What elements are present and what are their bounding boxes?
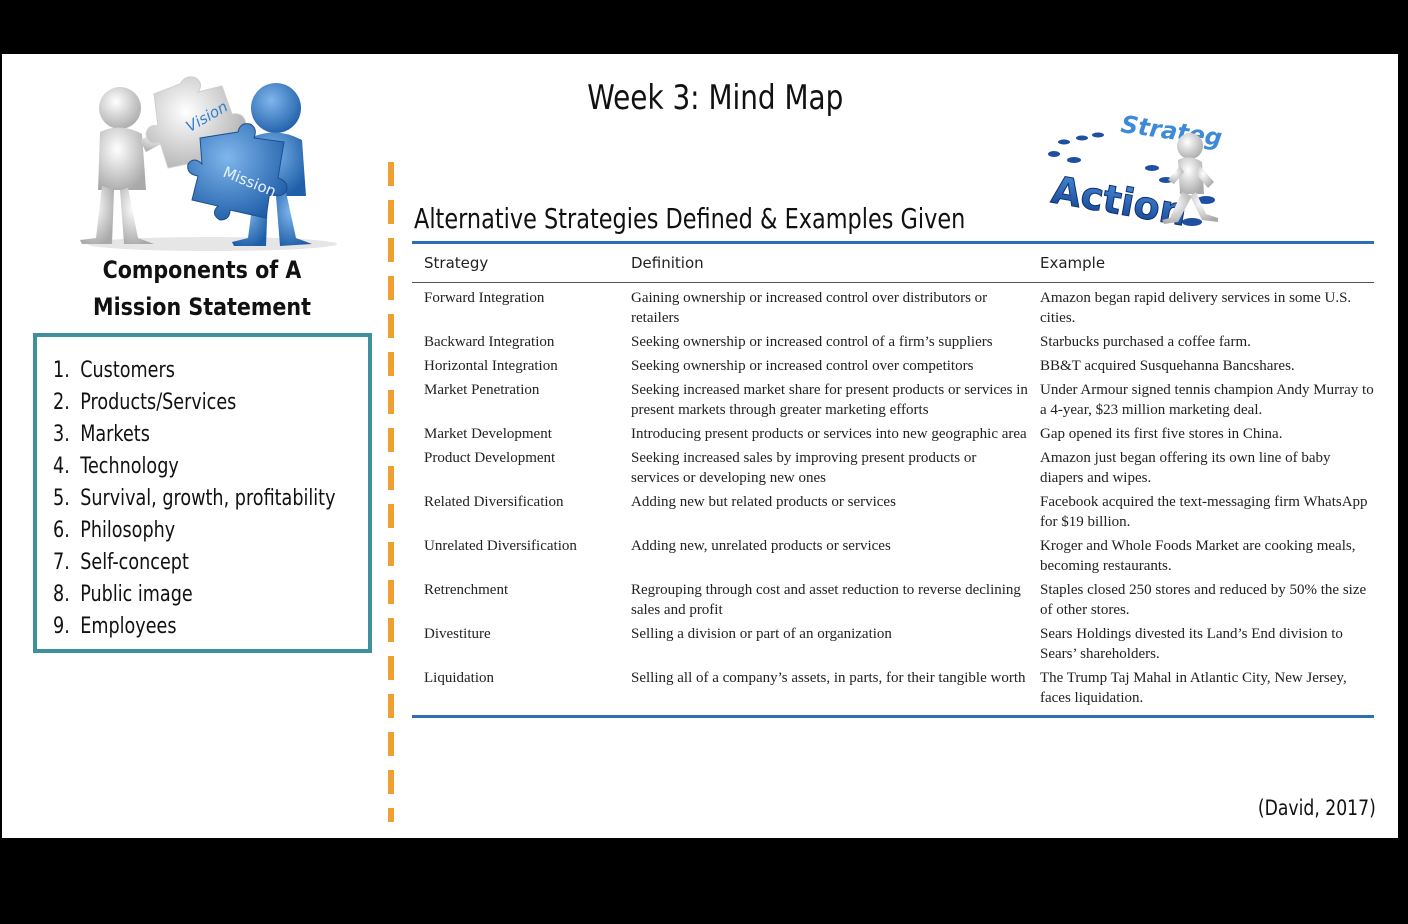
- cell-definition: Selling a division or part of an organiz…: [631, 626, 892, 642]
- cell-example: Amazon just began offering its own line …: [1040, 450, 1331, 486]
- cell-strategy: Retrenchment: [424, 582, 509, 598]
- cell-strategy: Market Penetration: [424, 382, 540, 398]
- cell-definition: Selling all of a company’s assets, in pa…: [631, 670, 1026, 686]
- cell-example: Staples closed 250 stores and reduced by…: [1040, 582, 1367, 618]
- cell-definition: Seeking ownership or increased control o…: [631, 334, 993, 350]
- cell-strategy: Product Development: [424, 450, 556, 466]
- table-row: Related Diversification Adding new but re…: [412, 490, 1374, 534]
- cell-definition: Seeking increased sales by improving pre…: [631, 450, 977, 486]
- cell-strategy: Related Diversification: [424, 494, 564, 510]
- component-item-markets: 3.Markets: [53, 422, 150, 447]
- cell-definition: Regrouping through cost and asset reduct…: [631, 582, 1021, 618]
- cell-example: Facebook acquired the text-messaging fir…: [1040, 494, 1368, 530]
- cell-definition: Adding new but related products or servi…: [631, 494, 896, 510]
- header-example: Example: [1040, 254, 1106, 272]
- cell-strategy: Horizontal Integration: [424, 358, 558, 374]
- table-row: Backward Integration Seeking ownership or…: [412, 330, 1374, 354]
- component-item-employees: 9.Employees: [53, 614, 177, 639]
- puzzle-people-illustration: Vision Mission: [80, 76, 337, 251]
- action-strategy-illustration: Strateg Action: [1048, 110, 1224, 235]
- header-strategy: Strategy: [424, 254, 489, 272]
- components-heading-line1: Components of A: [102, 256, 302, 284]
- cell-definition: Adding new, unrelated products or servic…: [631, 538, 891, 554]
- table-row: Retrenchment Regrouping through cost and …: [412, 578, 1374, 622]
- table-row: Unrelated Diversification Adding new, unr…: [412, 534, 1374, 578]
- cell-strategy: Liquidation: [424, 670, 494, 686]
- components-heading-line2: Mission Statement: [93, 293, 311, 321]
- cell-strategy: Market Development: [424, 426, 552, 442]
- cell-definition: Seeking ownership or increased control o…: [631, 358, 974, 374]
- table-row: Market Development Introducing present pr…: [412, 422, 1374, 446]
- components-list: 1.Customers 2.Products/Services 3.Market…: [53, 355, 406, 643]
- cell-example: Amazon began rapid delivery services in …: [1040, 290, 1352, 326]
- cell-example: Kroger and Whole Foods Market are cookin…: [1040, 538, 1356, 574]
- header-definition: Definition: [631, 254, 704, 272]
- cell-strategy: Divestiture: [424, 626, 491, 642]
- table-header: Strategy Definition Example: [412, 244, 1374, 283]
- page-title: Week 3: Mind Map: [587, 78, 844, 118]
- table-row: Product Development Seeking increased sal…: [412, 446, 1374, 490]
- cell-strategy: Unrelated Diversification: [424, 538, 577, 554]
- table-row: Divestiture Selling a division or part of…: [412, 622, 1374, 666]
- component-item-technology: 4.Technology: [53, 454, 179, 479]
- citation: (David, 2017): [1258, 796, 1376, 820]
- dashed-divider: [388, 162, 394, 822]
- strategies-table: Strategy Definition Example Forward Inte…: [412, 241, 1374, 718]
- cell-definition: Seeking increased market share for prese…: [631, 382, 1028, 418]
- strategies-heading: Alternative Strategies Defined & Example…: [414, 202, 966, 235]
- cell-example: The Trump Taj Mahal in Atlantic City, Ne…: [1040, 670, 1347, 706]
- component-item-public-image: 8.Public image: [53, 582, 193, 607]
- component-item-philosophy: 6.Philosophy: [53, 518, 176, 543]
- cell-example: Sears Holdings divested its Land’s End d…: [1040, 626, 1343, 662]
- table-row: Market Penetration Seeking increased mark…: [412, 378, 1374, 422]
- cell-example: Starbucks purchased a coffee farm.: [1040, 334, 1251, 350]
- component-item-self-concept: 7.Self-concept: [53, 550, 189, 575]
- cell-example: BB&T acquired Susquehanna Bancshares.: [1040, 358, 1295, 374]
- components-heading: Components of A Mission Statement: [64, 252, 339, 326]
- table-body: Forward Integration Gaining ownership or …: [412, 283, 1374, 715]
- components-box: 1.Customers 2.Products/Services 3.Market…: [33, 333, 372, 653]
- strategy-word: Strateg: [1119, 110, 1224, 152]
- component-item-products-services: 2.Products/Services: [53, 390, 237, 415]
- cell-strategy: Forward Integration: [424, 290, 545, 306]
- cell-definition: Gaining ownership or increased control o…: [631, 290, 988, 326]
- cell-strategy: Backward Integration: [424, 334, 555, 350]
- slide: Week 3: Mind Map Vision Mission Componen…: [2, 54, 1398, 838]
- cell-example: Gap opened its first five stores in Chin…: [1040, 426, 1283, 442]
- component-item-customers: 1.Customers: [53, 358, 175, 383]
- cell-example: Under Armour signed tennis champion Andy…: [1040, 382, 1374, 418]
- table-row: Horizontal Integration Seeking ownership …: [412, 354, 1374, 378]
- cell-definition: Introducing present products or services…: [631, 426, 1027, 442]
- table-row: Forward Integration Gaining ownership or …: [412, 286, 1374, 330]
- table-row: Liquidation Selling all of a company’s as…: [412, 666, 1374, 710]
- component-item-survival: 5.Survival, growth, profitability: [53, 486, 336, 511]
